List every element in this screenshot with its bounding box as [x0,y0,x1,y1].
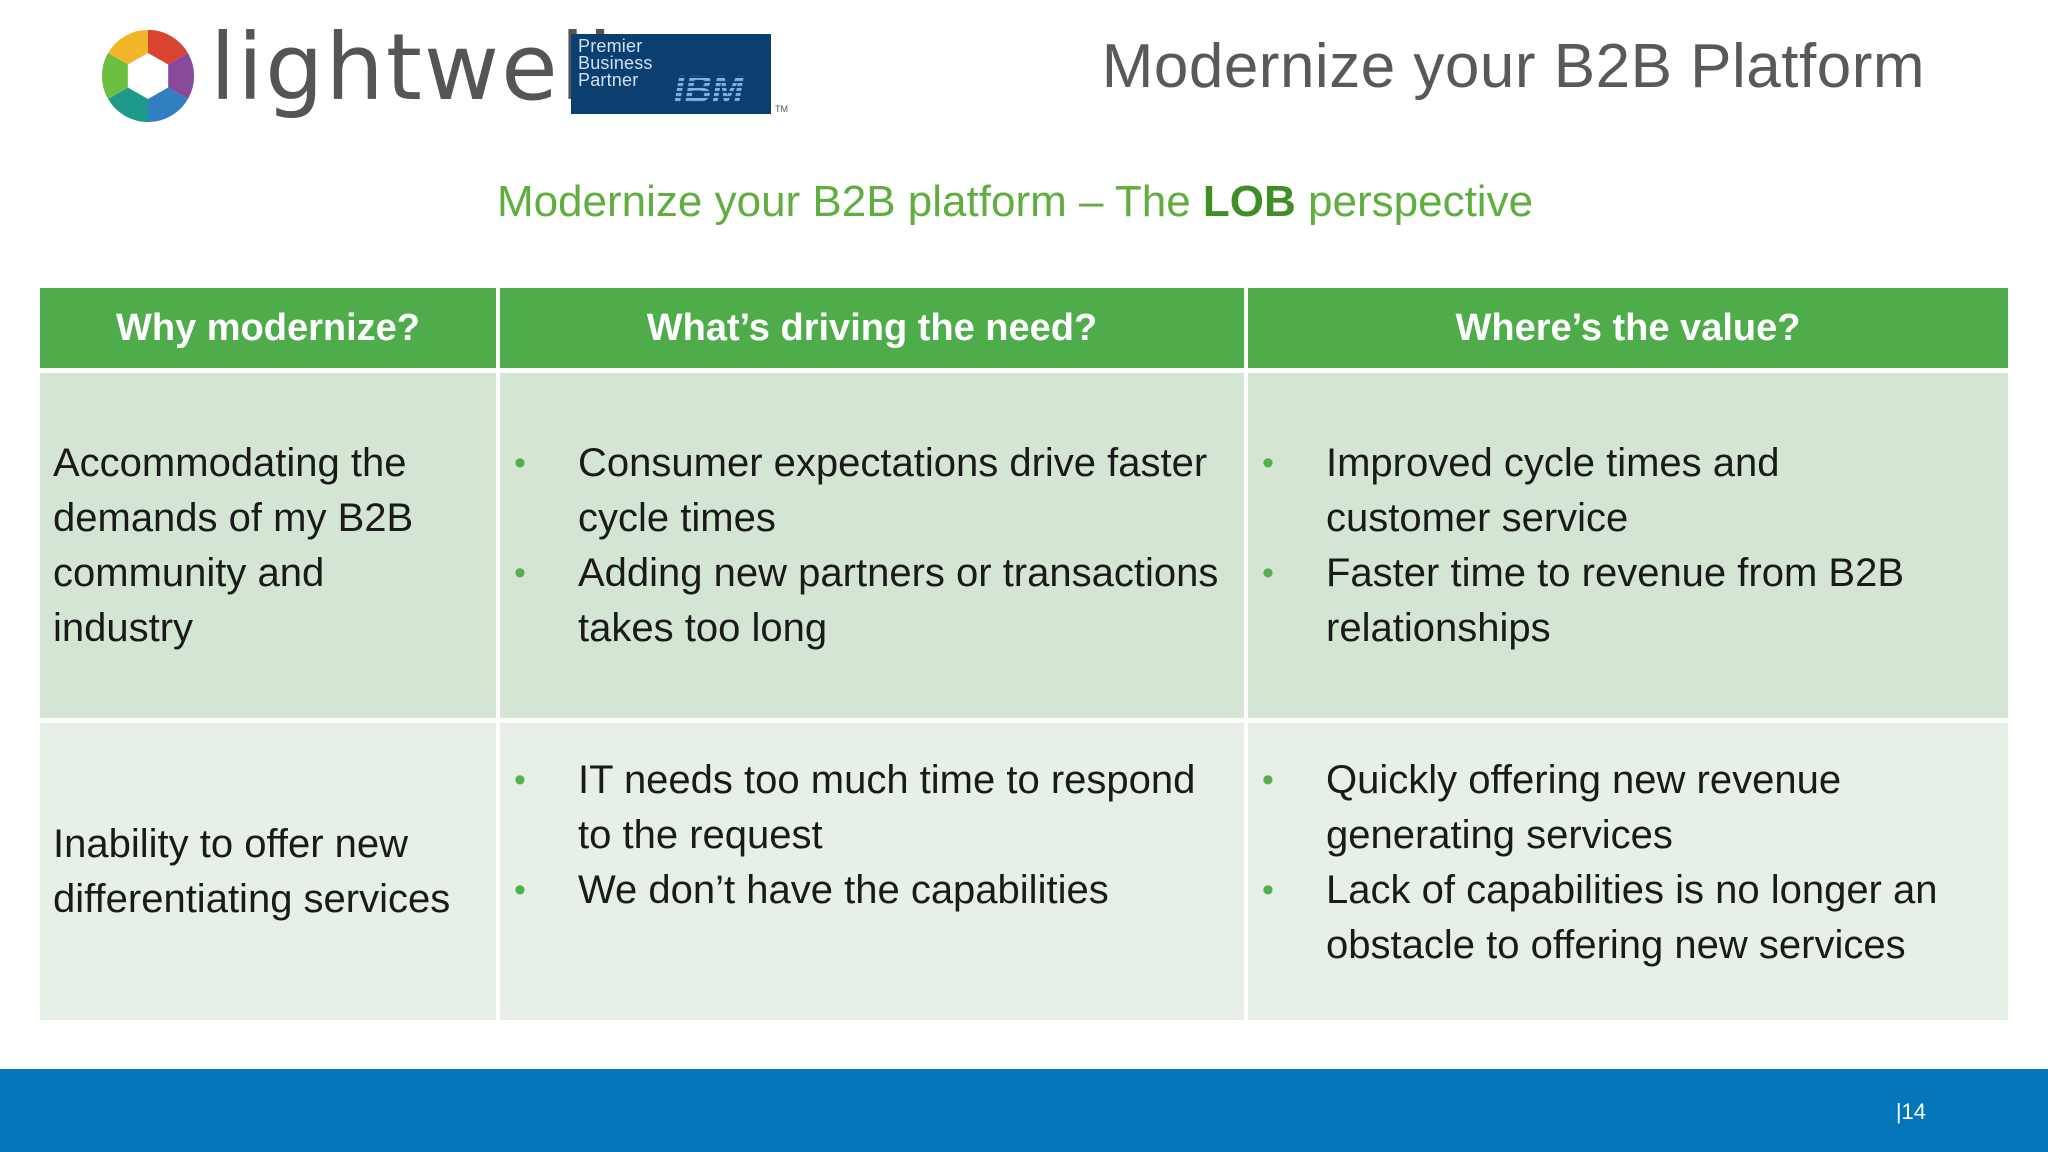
section-subtitle: Modernize your B2B platform – The LOB pe… [0,176,2030,229]
badge-line-2: Business [578,53,653,73]
row2-reason-line: Inability to offer new [53,821,409,866]
row2-driver-item: IT needs too much time to respond to the… [514,753,1236,863]
lightwell-logo-icon [101,29,195,123]
badge-line-3: Partner [578,70,639,90]
row1-driver-item: Consumer expectations drive faster cycle… [514,436,1236,546]
row1-driver-item: Adding new partners or transactions take… [514,546,1236,656]
header-driving-need: What’s driving the need? [500,288,1244,368]
row1-reason: Accommodating the demands of my B2B comm… [40,373,496,718]
row1-reason-line: Accommodating the [53,440,407,485]
row2-values: Quickly offering new revenue generating … [1248,723,2008,1020]
subtitle-bold: LOB [1202,177,1296,226]
header-value: Where’s the value? [1248,288,2008,368]
row1-drivers: Consumer expectations drive faster cycle… [500,373,1244,718]
row1-value-item: Improved cycle times and customer servic… [1262,436,2000,546]
ibm-partner-badge: Premier Business Partner IBM [571,34,771,114]
footer-bar: |14 [0,1069,2048,1152]
header-why-modernize: Why modernize? [40,288,496,368]
ibm-logo-icon: IBM [671,68,748,108]
subtitle-suffix: perspective [1295,177,1534,226]
lob-table: Why modernize? What’s driving the need? … [40,288,2008,1020]
row1-value-item: Faster time to revenue from B2B relation… [1262,546,2000,656]
row2-driver-item: We don’t have the capabilities [514,863,1236,918]
row2-drivers: IT needs too much time to respond to the… [500,723,1244,1020]
ibm-logo-text: IBM [671,68,748,108]
page-number: |14 [1895,1099,1926,1124]
subtitle-text: Modernize your B2B platform – The [496,177,1203,226]
badge-line-1: Premier [578,36,643,56]
row1-reason-line: industry [53,605,194,650]
row2-reason-line: differentiating services [53,876,451,921]
row2-reason: Inability to offer new differentiating s… [40,723,496,1020]
row1-reason-line: demands of my B2B [53,495,414,540]
row1-reason-line: community and [53,550,325,595]
trademark-symbol: TM [775,104,788,114]
row2-value-item: Quickly offering new revenue generating … [1262,753,2000,863]
row1-values: Improved cycle times and customer servic… [1248,373,2008,718]
brand-name: lightwell [210,14,615,121]
row2-value-item: Lack of capabilities is no longer an obs… [1262,863,2000,973]
slide-title: Modernize your B2B Platform [1101,32,1925,101]
